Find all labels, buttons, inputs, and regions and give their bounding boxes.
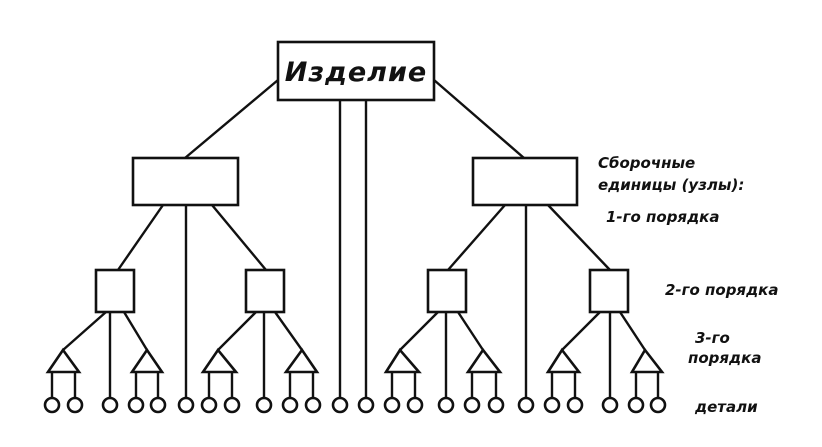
edge-l1-right-to-l2-a: [446, 203, 507, 272]
label-order-2: 2-го порядка: [665, 281, 778, 299]
edge-l2c-to-l3-left: [398, 310, 440, 352]
part: [223, 396, 241, 414]
assembly-l3-a1: [45, 347, 82, 374]
label-assembly-units-line1: Сборочные: [598, 154, 695, 172]
label-order-3-line2: порядка: [688, 349, 761, 367]
edge-l2b-to-l3-right: [273, 310, 304, 352]
assembly-l1-left: [131, 156, 240, 207]
part: [331, 396, 349, 414]
assembly-l3-a2: [129, 347, 165, 374]
part: [406, 396, 424, 414]
edge-l2b-to-l3-left: [216, 310, 258, 352]
part: [627, 396, 645, 414]
part: [200, 396, 218, 414]
part: [255, 396, 273, 414]
assembly-l2-d: [588, 268, 630, 314]
part: [177, 396, 195, 414]
label-order-3-line1: 3-го: [695, 329, 730, 347]
part: [304, 396, 322, 414]
edge-l2a-to-l3-right: [122, 310, 149, 352]
assembly-l1-right: [471, 156, 579, 207]
label-assembly-units-line2: единицы (узлы):: [598, 176, 744, 194]
edge-root-right-assembly: [432, 78, 526, 160]
label-order-1: 1-го порядка: [606, 208, 719, 226]
root-node: Изделие: [276, 40, 436, 102]
part: [649, 396, 667, 414]
part: [127, 396, 145, 414]
level-labels: Сборочные единицы (узлы): 1-го порядка 2…: [598, 154, 778, 416]
edge-l2c-to-l3-right: [456, 310, 485, 352]
root-label: Изделие: [285, 57, 427, 88]
part: [383, 396, 401, 414]
assembly-l3-c1: [383, 347, 422, 374]
part: [463, 396, 481, 414]
label-parts: детали: [694, 398, 758, 416]
third-order-assemblies: [45, 347, 665, 374]
root-box: [276, 40, 436, 102]
part: [43, 396, 61, 414]
edge-l1-left-to-l2-a: [116, 203, 165, 272]
edge-l2d-to-l3-left: [560, 310, 602, 352]
part: [437, 396, 455, 414]
edge-l2a-to-l3-left: [61, 310, 108, 352]
edge-l1-left-to-l2-b: [210, 203, 268, 272]
edge-l1-right-to-l2-b: [546, 203, 612, 272]
part: [101, 396, 119, 414]
edge-l2d-to-l3-right: [618, 310, 647, 352]
part: [281, 396, 299, 414]
parts-row: [43, 396, 667, 414]
assembly-l3-c2: [465, 347, 503, 374]
assembly-l2-a: [94, 268, 136, 314]
connector-lines: [50, 78, 660, 400]
part: [357, 396, 375, 414]
assembly-l3-b1: [200, 347, 239, 374]
part: [566, 396, 584, 414]
edge-root-left-assembly: [183, 78, 280, 160]
assembly-l2-c: [426, 268, 468, 314]
part: [487, 396, 505, 414]
assembly-l2-b: [244, 268, 286, 314]
assembly-l3-d1: [545, 347, 582, 374]
part: [543, 396, 561, 414]
part: [517, 396, 535, 414]
part: [601, 396, 619, 414]
assembly-l3-d2: [629, 347, 665, 374]
first-order-assemblies: [131, 156, 579, 207]
part: [66, 396, 84, 414]
second-order-assemblies: [94, 268, 630, 314]
assembly-l3-b2: [283, 347, 320, 374]
part: [149, 396, 167, 414]
